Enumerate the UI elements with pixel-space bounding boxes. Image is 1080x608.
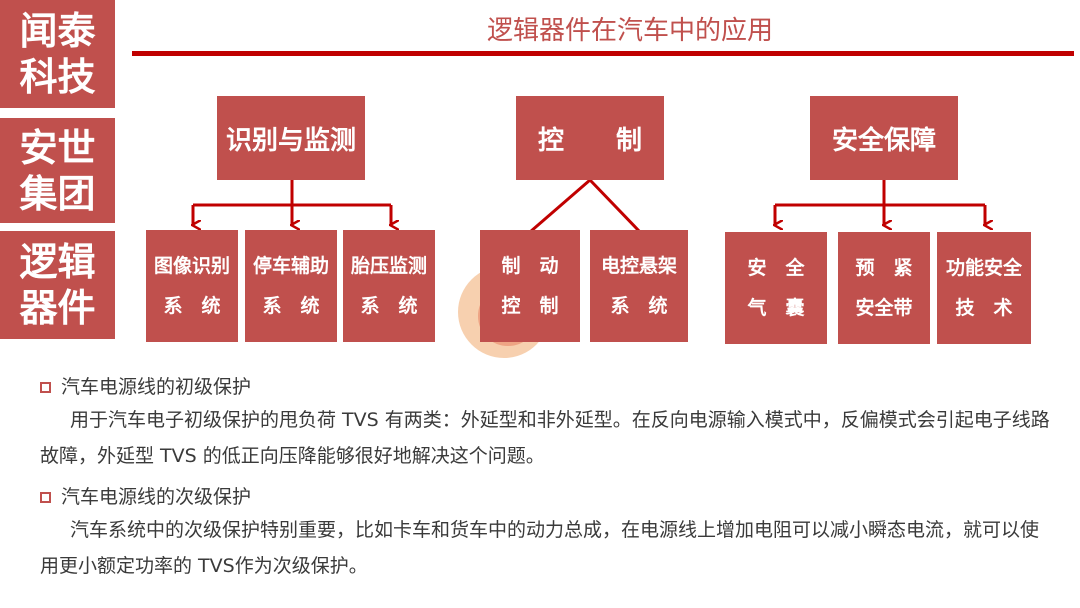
node-brake-control: 制 动 控 制 [480, 230, 580, 342]
node-control: 控 制 [516, 96, 664, 180]
square-bullet-icon [40, 382, 51, 393]
sidebar-block-line: 集团 [19, 171, 96, 216]
node-label-line: 系 统 [610, 295, 668, 317]
node-seatbelt: 预 紧 安全带 [838, 232, 930, 344]
node-label-line: 制 动 [501, 255, 559, 277]
node-label-line: 胎压监测 [350, 255, 427, 277]
node-label-line: 预 紧 [855, 257, 913, 279]
sidebar-block-line: 安世 [19, 125, 96, 170]
node-label-line: 气 囊 [747, 297, 805, 319]
paragraph-secondary: 汽车系统中的次级保护特别重要，比如卡车和货车中的动力总成，在电源线上增加电阻可以… [40, 519, 1040, 577]
node-label-line: 图像识别 [153, 255, 230, 277]
node-tire-pressure: 胎压监测 系 统 [343, 230, 435, 342]
node-image-recognition: 图像识别 系 统 [146, 230, 238, 342]
node-label-line: 安全带 [855, 297, 913, 319]
node-label-line: 电控悬架 [600, 255, 677, 277]
node-airbag: 安 全 气 囊 [725, 232, 827, 344]
sidebar-block-company: 闻泰 科技 [0, 0, 115, 108]
sidebar-block-line: 闻泰 [19, 9, 96, 53]
heading-text: 汽车电源线的次级保护 [61, 486, 252, 508]
sidebar-block-topic: 逻辑 器件 [0, 231, 115, 339]
square-bullet-icon [40, 492, 51, 503]
node-label: 安全保障 [831, 125, 936, 156]
title-divider [132, 51, 1074, 56]
paragraph-primary: 用于汽车电子初级保护的甩负荷 TVS 有两类：外延型和非外延型。在反向电源输入模… [40, 409, 1050, 467]
node-label-line: 安 全 [747, 257, 805, 279]
sidebar-block-line: 科技 [19, 55, 96, 99]
node-label: 识别与监测 [225, 125, 356, 156]
node-safety: 安全保障 [810, 96, 958, 180]
node-label: 控 制 [537, 125, 642, 156]
node-suspension: 电控悬架 系 统 [590, 230, 688, 342]
node-parking-assist: 停车辅助 系 统 [245, 230, 337, 342]
sidebar-block-line: 器件 [19, 286, 96, 330]
section-heading-primary: 汽车电源线的初级保护 [40, 372, 251, 399]
sidebar-block-line: 逻辑 [19, 240, 96, 284]
section-heading-secondary: 汽车电源线的次级保护 [40, 482, 251, 509]
node-label-line: 停车辅助 [252, 255, 329, 277]
node-label-line: 系 统 [163, 295, 221, 317]
heading-text: 汽车电源线的初级保护 [61, 376, 252, 398]
node-label-line: 技 术 [955, 297, 1013, 319]
node-functional-safety: 功能安全 技 术 [937, 232, 1031, 344]
node-label-line: 系 统 [262, 295, 320, 317]
sidebar-block-group: 安世 集团 [0, 118, 115, 223]
node-label-line: 系 统 [360, 295, 418, 317]
node-recognition-monitoring: 识别与监测 [217, 96, 365, 180]
page-title: 逻辑器件在汽车中的应用 [486, 16, 773, 46]
node-label-line: 功能安全 [945, 257, 1022, 279]
node-label-line: 控 制 [501, 295, 559, 317]
